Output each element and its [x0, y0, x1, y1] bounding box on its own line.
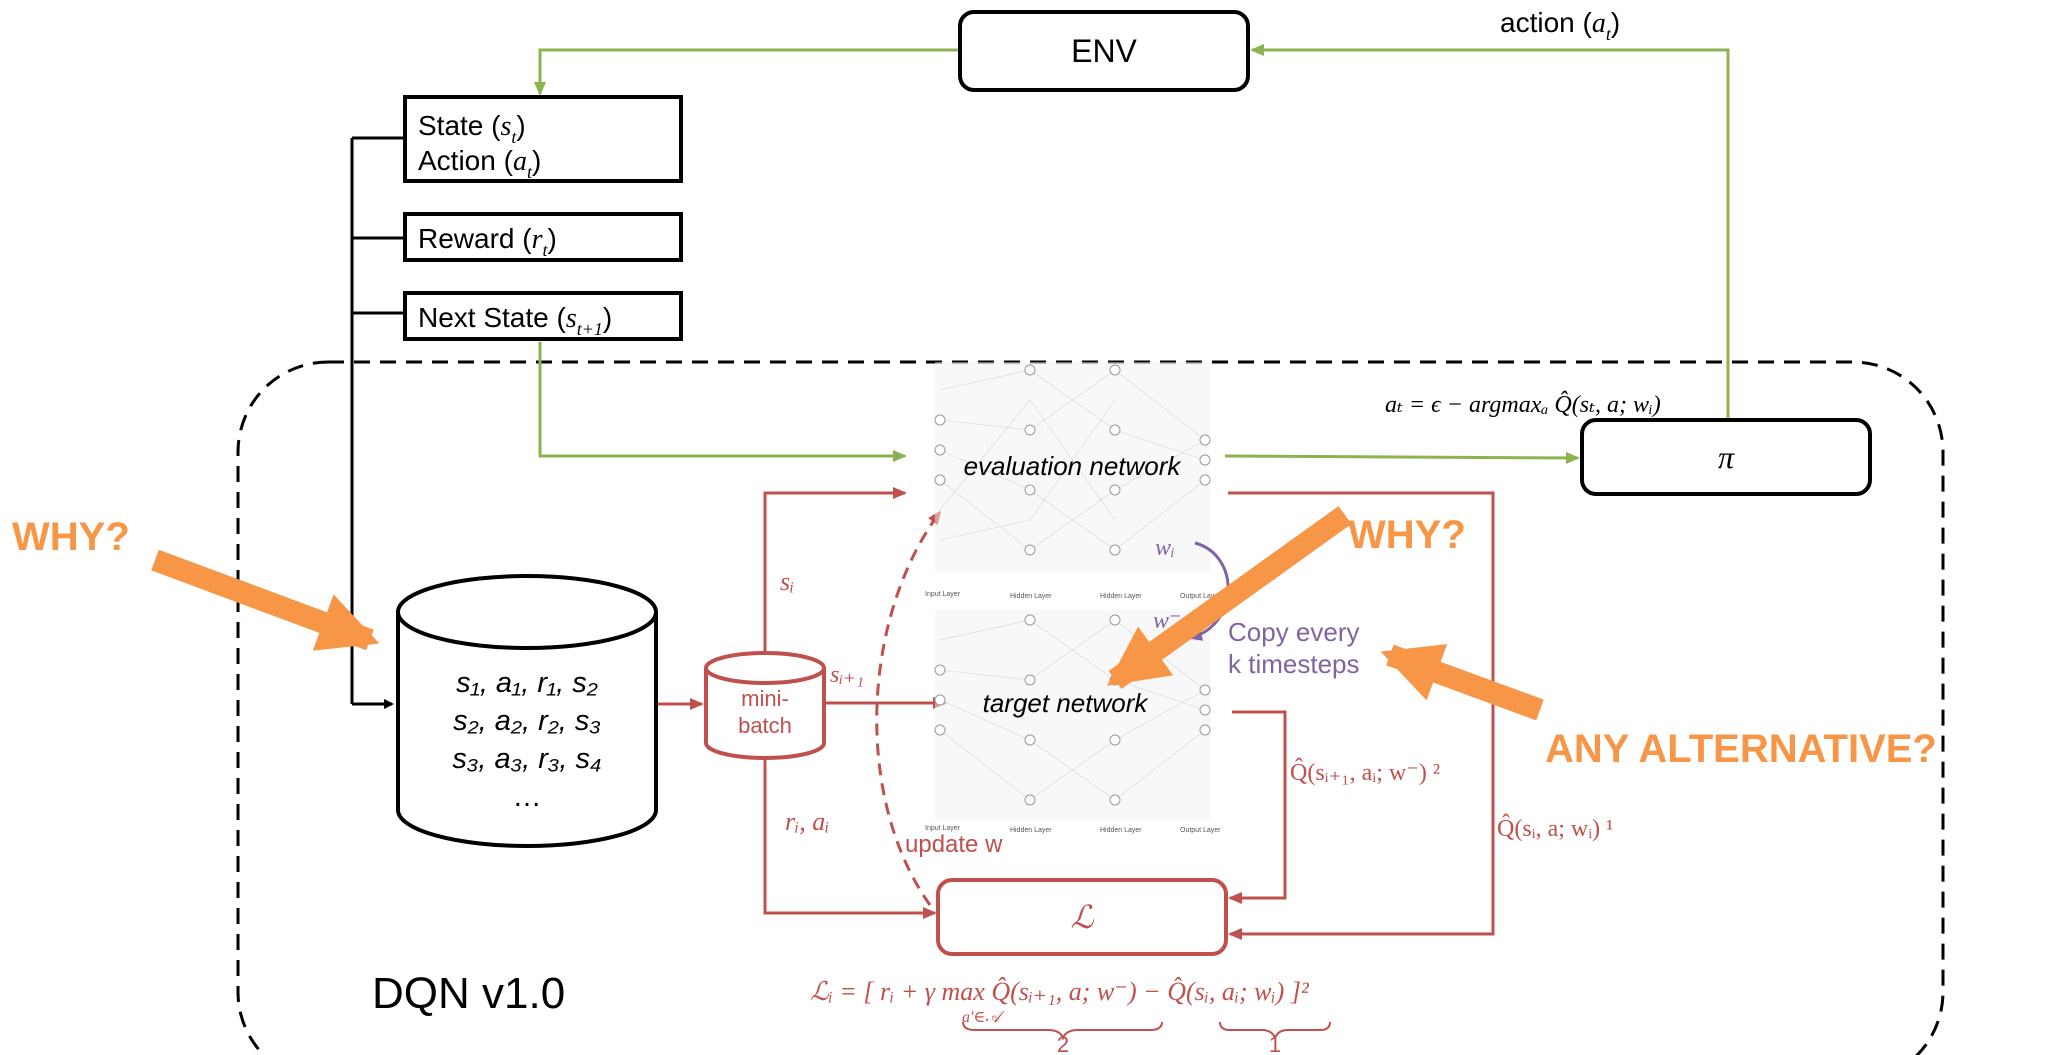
state-text: State (st) — [418, 110, 526, 147]
layer-label: Input Layer — [925, 591, 961, 598]
si-arrow — [763, 487, 907, 655]
buffer-row: s₁, a₁, r₁, s₂ — [456, 667, 598, 699]
ri-ai-arrow — [763, 758, 937, 919]
why-arrow-1 — [151, 549, 380, 651]
eval-to-loss-arrow — [1228, 491, 1495, 940]
env-label: ENV — [1071, 33, 1137, 69]
si-label: sᵢ — [780, 567, 794, 596]
policy-formula: aₜ = ϵ − argmaxₐ Q̂(sₜ, a; wᵢ) — [1385, 391, 1661, 418]
policy-box — [1580, 418, 1872, 496]
alt-arrow — [1380, 644, 1544, 721]
q-target-label: Q̂(sᵢ₊₁, aᵢ; w⁻) ² — [1290, 758, 1440, 786]
diagram-title: DQN v1.0 — [372, 969, 565, 1018]
layer-label: Input Layer — [925, 825, 961, 832]
eval-to-policy-arrow — [1224, 451, 1580, 464]
action-arrow — [1250, 44, 1730, 420]
brace-1 — [962, 1021, 1163, 1041]
q-eval-label: Q̂(sᵢ, a; wᵢ) ¹ — [1497, 814, 1613, 842]
copy-label-1: Copy every — [1228, 617, 1360, 647]
buffer-row: s₃, a₃, r₃, s₄ — [452, 743, 601, 775]
target-layer-labels: Input Layer Hidden Layer Hidden Layer Ou… — [925, 825, 1221, 834]
update-w-curve — [875, 510, 942, 906]
copy-label-2: k timesteps — [1228, 649, 1360, 679]
reward-box — [403, 212, 683, 262]
layer-label: Hidden Layer — [1100, 593, 1142, 600]
minibatch-label-1: mini- — [741, 686, 789, 711]
layer-label: Output Layer — [1180, 593, 1221, 600]
why-label-2: WHY? — [1348, 513, 1466, 557]
si1-label: sᵢ₊₁ — [830, 662, 864, 688]
evaluation-network-nodes — [934, 364, 1211, 556]
why-arrow-2 — [1106, 506, 1352, 689]
next-state-arrow — [538, 342, 907, 462]
policy-symbol: π — [1718, 439, 1735, 475]
why-label-1: WHY? — [12, 515, 130, 559]
loss-max-under: a′∈𝒜 — [962, 1009, 1005, 1026]
next-state-box — [403, 291, 683, 341]
action-text: Action (at) — [418, 145, 541, 182]
loss-formula: ℒᵢ = [ rᵢ + γ max Q̂(sᵢ₊₁, a; w⁻) − Q̂(s… — [810, 977, 1310, 1006]
buffer-row: … — [513, 781, 542, 813]
buffer-row: s₂, a₂, r₂, s₃ — [453, 705, 601, 737]
action-label: action (at) — [1500, 7, 1620, 44]
target-network-label: target network — [983, 688, 1150, 718]
replay-buffer — [396, 574, 658, 848]
loss-symbol: ℒ — [1070, 899, 1094, 935]
eval-layer-labels: Input Layer Hidden Layer Hidden Layer Ou… — [925, 591, 1221, 600]
brace-2-label: 1 — [1269, 1032, 1281, 1055]
target-to-loss-arrow — [1228, 710, 1287, 904]
env-box — [958, 10, 1250, 92]
state-action-box — [403, 95, 683, 183]
update-w-label: update w — [905, 831, 1003, 858]
layer-label: Hidden Layer — [1100, 827, 1142, 834]
w-i-label: wᵢ — [1155, 535, 1175, 561]
env-to-state-arrow — [534, 48, 958, 96]
layer-label: Hidden Layer — [1010, 593, 1052, 600]
brace-2 — [1219, 1021, 1331, 1041]
alternative-label: ANY ALTERNATIVE? — [1545, 727, 1937, 771]
next-state-text: Next State (st+1) — [418, 302, 612, 339]
buffer-rows: s₁, a₁, r₁, s₂ s₂, a₂, r₂, s₃ s₃, a₃, r₃… — [452, 667, 601, 813]
evaluation-network-label: evaluation network — [964, 451, 1183, 481]
ri-ai-label: rᵢ, aᵢ — [785, 807, 829, 836]
loss-box — [936, 878, 1228, 956]
layer-label: Hidden Layer — [1010, 827, 1052, 834]
reward-text: Reward (rt) — [418, 223, 557, 260]
brace-1-label: 2 — [1057, 1032, 1069, 1055]
layer-label: Output Layer — [1180, 827, 1221, 834]
evaluation-network — [935, 362, 1210, 572]
minibatch-label-2: batch — [738, 713, 792, 738]
